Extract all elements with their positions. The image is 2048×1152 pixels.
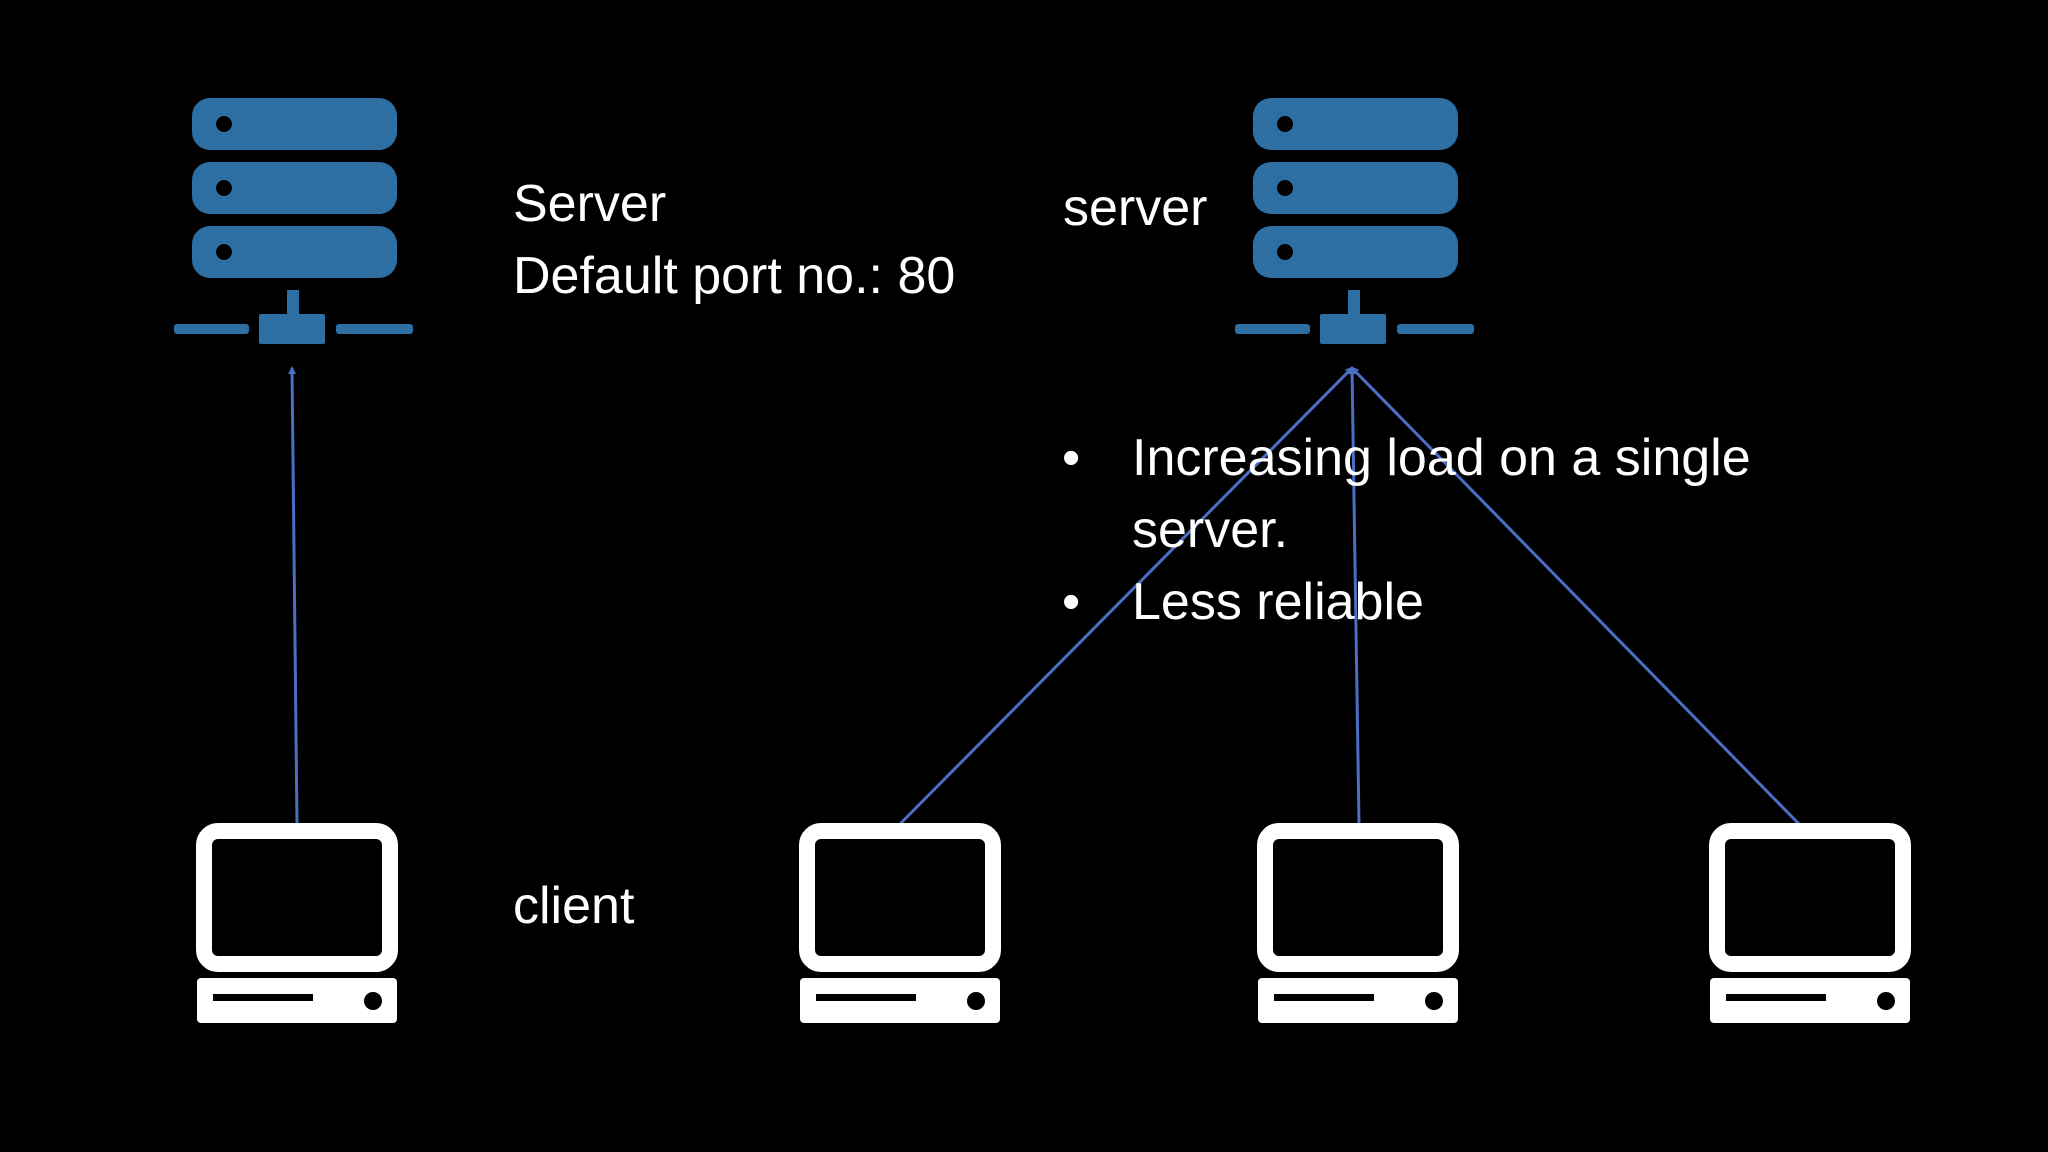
bullet-text: Less reliable <box>1132 573 1424 631</box>
bullet-continuation: server. <box>1050 494 1751 566</box>
right-server-label: server <box>1063 179 1208 237</box>
connector-right-2 <box>1348 366 1361 825</box>
desktop-computer-icon <box>800 831 1000 1023</box>
bullet-dot: • <box>1062 429 1081 487</box>
connectors <box>288 366 1801 826</box>
server-port-label: Default port no.: 80 <box>513 247 956 305</box>
server-icon <box>174 98 413 344</box>
bullet-dot: • <box>1062 573 1081 631</box>
bullet-text: Increasing load on a single <box>1132 429 1751 487</box>
desktop-computer-icon <box>197 831 397 1023</box>
client-label: client <box>513 877 635 935</box>
bullet-text: server. <box>1132 501 1289 559</box>
bullet-item: • Less reliable <box>1050 566 1751 638</box>
bullet-item: • Increasing load on a single <box>1050 422 1751 494</box>
server-icon <box>1235 98 1474 344</box>
desktop-computer-icon <box>1710 831 1910 1023</box>
bullet-list: • Increasing load on a single server. • … <box>1050 422 1751 638</box>
connector-right-1 <box>898 366 1354 826</box>
server-title-label: Server <box>513 175 667 233</box>
connector-left <box>288 366 299 825</box>
connector-right-3 <box>1350 366 1801 826</box>
desktop-computer-icon <box>1258 831 1458 1023</box>
